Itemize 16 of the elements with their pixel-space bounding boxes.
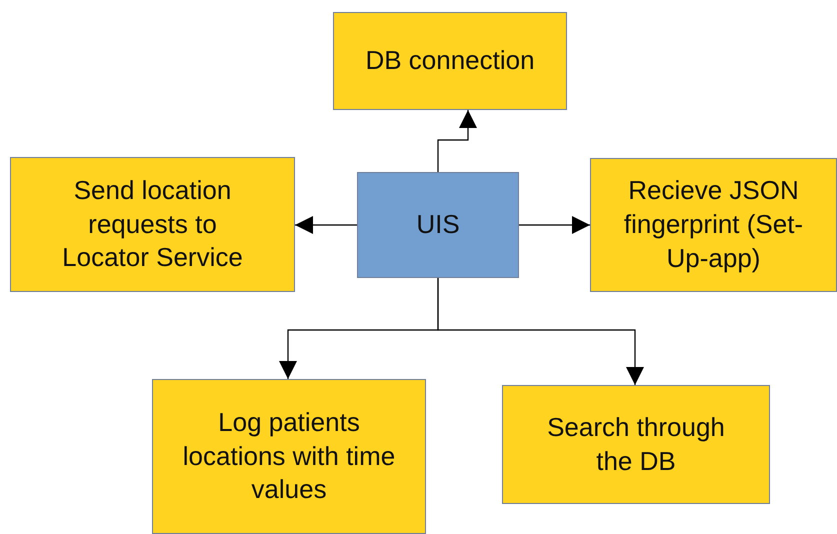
box-label: DB connection <box>364 44 536 78</box>
arrow <box>437 278 644 385</box>
box-label: Search through the DB <box>546 410 726 478</box>
process-box <box>10 157 295 292</box>
process-box <box>502 385 770 504</box>
process-box <box>590 158 837 292</box>
arrow <box>437 110 477 172</box>
process-box <box>152 379 426 534</box>
box-label: Recieve JSON fingerprint (Set-Up-app) <box>622 174 804 275</box>
arrow <box>519 216 590 234</box>
box-label: Send location requests to Locator Service <box>61 174 244 274</box>
box-label: UIS <box>415 208 461 242</box>
process-box <box>333 12 567 110</box>
box-label: Log patients locations with time values <box>182 406 396 506</box>
arrow <box>295 216 357 234</box>
hub-box <box>357 172 519 278</box>
